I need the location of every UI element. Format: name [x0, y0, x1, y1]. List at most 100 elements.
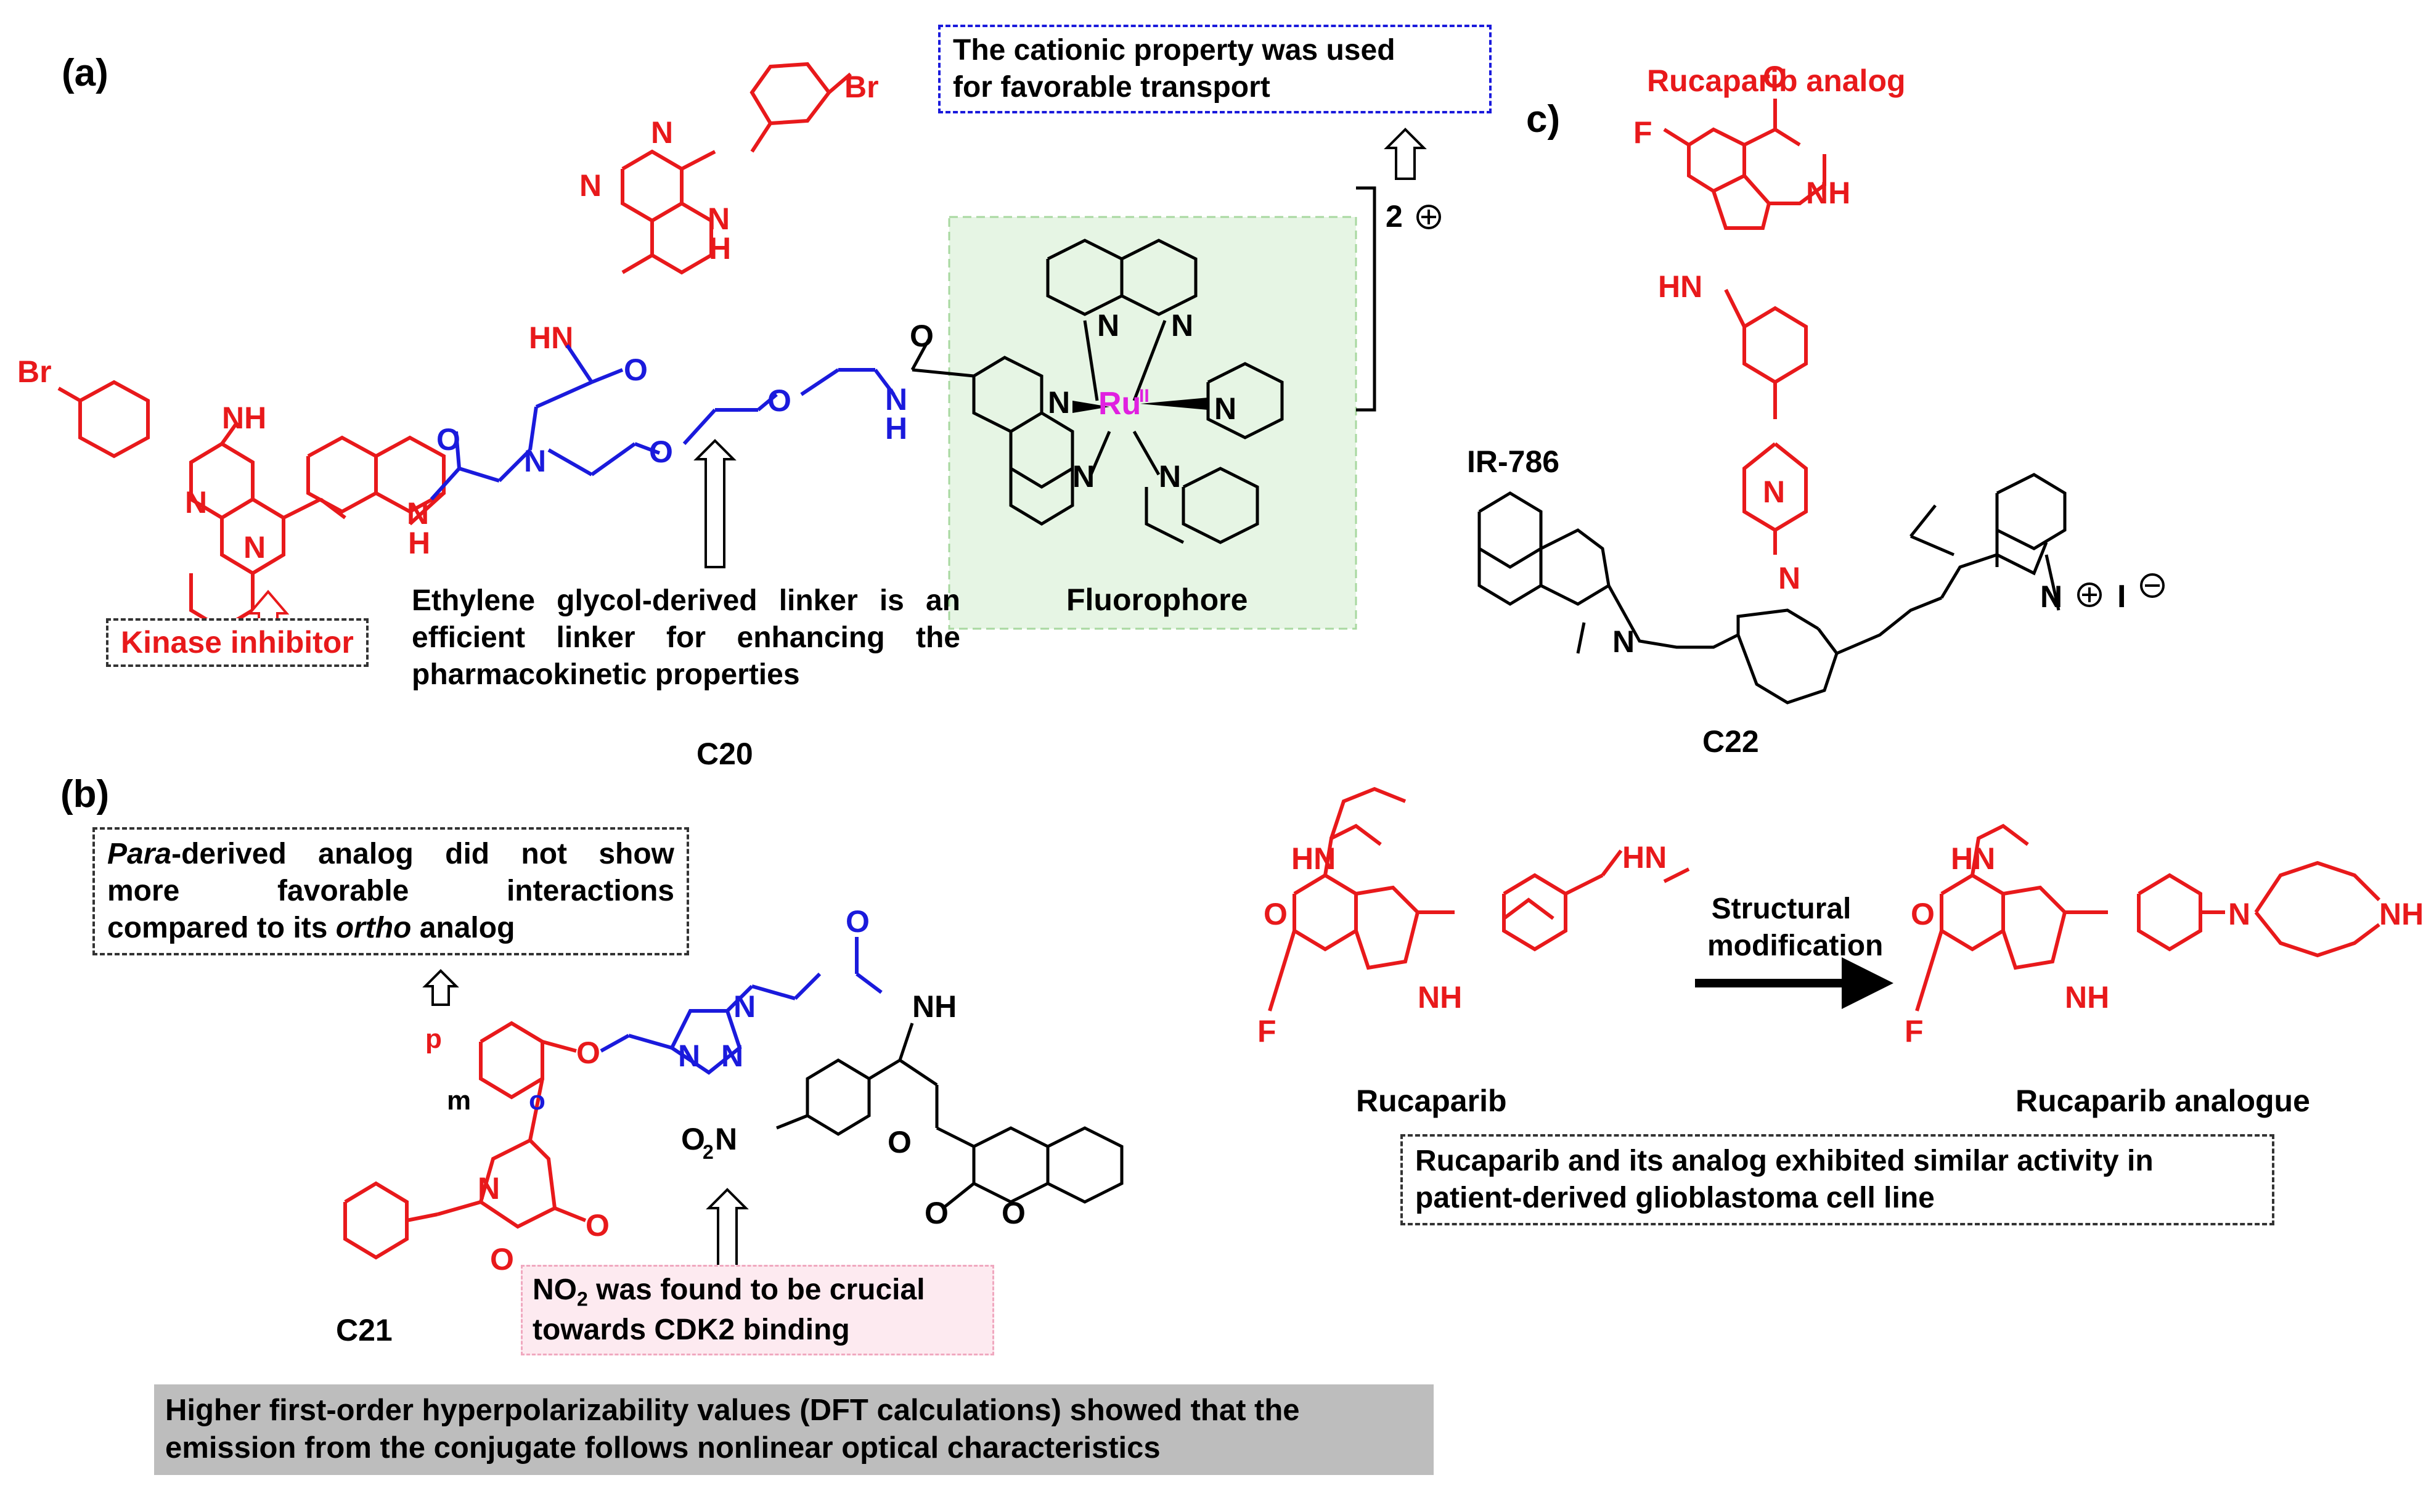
- cation-circle-plus-icon: [1416, 205, 1441, 229]
- atom-o-amide-blue: O: [846, 904, 870, 939]
- dft-note-line-2: emission from the conjugate follows nonl…: [165, 1431, 1161, 1465]
- atom-n-ru-6: N: [1159, 459, 1181, 494]
- wedge-bond-1: [1072, 401, 1109, 413]
- activity-note-line-1: Rucaparib and its analog exhibited simil…: [1415, 1145, 2154, 1177]
- atom-nh-piperazine: NH: [2379, 897, 2424, 931]
- c20-quinazoline-bottom-rings: [306, 435, 446, 526]
- para-note-line-1-text: -derived analog did not show: [171, 838, 674, 870]
- atom-n-triazole-3: N: [733, 989, 756, 1024]
- ir786-label: IR-786: [1467, 444, 1560, 479]
- rucaparib-analog-title: Rucaparib analog: [1647, 63, 1906, 98]
- atom-o-c22: O: [1763, 60, 1787, 94]
- c20-peg-linker: [430, 344, 896, 501]
- hollow-up-arrow-icon: [693, 128, 1427, 568]
- c21-blue-triazole: [600, 937, 883, 1075]
- atom-n-4: N: [243, 530, 266, 565]
- atom-n-oxazolone: N: [478, 1171, 500, 1206]
- no2-note-pre: NO: [533, 1273, 577, 1306]
- atom-n-linker-2: N: [885, 382, 907, 417]
- atom-nh-analogue: NH: [2065, 980, 2109, 1015]
- atom-o-analogue: O: [1911, 897, 1935, 931]
- fluorophore-label: Fluorophore: [1066, 582, 1248, 617]
- para-note-box: Para-derived analog did not show more fa…: [92, 827, 689, 955]
- linker-note-line-1: Ethylene glycol-derived linker is an: [412, 584, 960, 617]
- para-note-line-3-post: analog: [411, 912, 515, 944]
- atom-br-top: Br: [844, 70, 879, 104]
- atom-n-linker: N: [524, 444, 546, 478]
- atom-h-top: H: [709, 231, 731, 266]
- atom-nh-c22: NH: [1806, 176, 1850, 210]
- atom-ru-oxidation: II: [1139, 386, 1150, 406]
- panel-label-a: (a): [62, 52, 108, 94]
- linker-note: Ethylene glycol-derived linker is an eff…: [412, 582, 960, 693]
- cation-circle-plus-icon: [2077, 582, 2102, 607]
- c20-quinazoline-top: [621, 62, 852, 275]
- atom-n-1: N: [579, 168, 602, 203]
- no2-note-box: NO2 was found to be crucial towards CDK2…: [521, 1265, 994, 1355]
- fluorophore-box: [948, 216, 1357, 630]
- atom-hn-top: HN: [529, 321, 573, 355]
- atom-ru: Ru: [1098, 386, 1141, 422]
- rucaparib-structure: [1268, 787, 1690, 1011]
- atom-o-linker-1: O: [624, 353, 648, 387]
- panel-label-b: (b): [60, 773, 110, 815]
- no2-note-line-1: NO2 was found to be crucial: [533, 1272, 982, 1312]
- position-m: m: [447, 1085, 471, 1116]
- no2-note-sub: 2: [577, 1288, 588, 1310]
- complex-charge: 2: [1386, 199, 1403, 234]
- linker-note-line-3: pharmacokinetic properties: [412, 658, 800, 691]
- atom-f-rucaparib: F: [1257, 1014, 1276, 1048]
- atom-n-piperazine: N: [2228, 897, 2250, 931]
- atom-h-linker-2: H: [885, 411, 907, 446]
- ortho-italic: ortho: [335, 912, 412, 944]
- para-note-line-3: compared to its ortho analog: [107, 910, 674, 947]
- atom-n-pip-1: N: [1763, 475, 1785, 509]
- dft-note-box: Higher first-order hyperpolarizability v…: [154, 1384, 1434, 1475]
- cationic-note-line-2: for favorable transport: [953, 71, 1270, 104]
- atom-f-c22: F: [1633, 115, 1652, 150]
- c21-black-part: [776, 1023, 1124, 1209]
- atom-o2n-sub: 2: [703, 1141, 714, 1163]
- iodide-label: I: [2117, 579, 2126, 615]
- position-o: o: [529, 1085, 545, 1116]
- atom-hn-c22: HN: [1658, 269, 1702, 304]
- atom-o-ketone: O: [888, 1125, 912, 1159]
- no2-note-post: was found to be crucial: [587, 1273, 925, 1306]
- activity-note-box: Rucaparib and its analog exhibited simil…: [1400, 1134, 2274, 1225]
- atom-nh-top: N: [708, 202, 730, 236]
- rucaparib-analogue-structure: [1915, 823, 2381, 1011]
- complex-bracket: [1356, 186, 1376, 412]
- c22-ir786-part: [1477, 473, 2067, 705]
- hollow-up-arrow-icon: [422, 969, 749, 1271]
- dft-note-line-1: Higher first-order hyperpolarizability v…: [165, 1394, 1300, 1427]
- atom-hn-analogue: HN: [1951, 841, 1995, 876]
- para-note-line-3-pre: compared to its: [107, 912, 336, 944]
- atom-o-coumarin-2: O: [1002, 1196, 1026, 1230]
- atom-o-rucaparib: O: [1264, 897, 1288, 931]
- arrow-label-line-1: Structural: [1711, 893, 1852, 925]
- atom-n-triazole-2: N: [721, 1039, 743, 1073]
- rucaparib-label: Rucaparib: [1356, 1084, 1507, 1118]
- no2-note-line-2: towards CDK2 binding: [533, 1313, 850, 1346]
- atom-nh-rucaparib: NH: [1418, 980, 1462, 1015]
- atom-n-ru-1: N: [1048, 385, 1070, 420]
- compound-c20: C20: [696, 737, 753, 771]
- wedge-bond-2: [1140, 398, 1208, 410]
- cationic-note-line-1: The cationic property was used: [953, 34, 1395, 67]
- atom-n-ir786-1: N: [1612, 624, 1635, 659]
- c21-red-part: [343, 1021, 587, 1260]
- atom-o2n-o: O: [681, 1122, 705, 1156]
- atom-hn-rucaparib: HN: [1291, 841, 1336, 876]
- atom-n-ru-4: N: [1214, 391, 1236, 426]
- atom-o-carbonyl-red: O: [586, 1208, 610, 1243]
- arrow-label-line-2: modification: [1707, 930, 1884, 962]
- atom-o-linker-4: O: [767, 383, 791, 418]
- para-note-line-1: Para-derived analog did not show: [107, 836, 674, 873]
- atom-o-coumarin-1: O: [925, 1196, 949, 1230]
- atom-h-amide: H: [408, 526, 430, 560]
- linker-note-line-2: efficient linker for enhancing the: [412, 621, 960, 654]
- cationic-note-box: The cationic property was used for favor…: [938, 25, 1492, 113]
- compound-c21: C21: [336, 1313, 393, 1347]
